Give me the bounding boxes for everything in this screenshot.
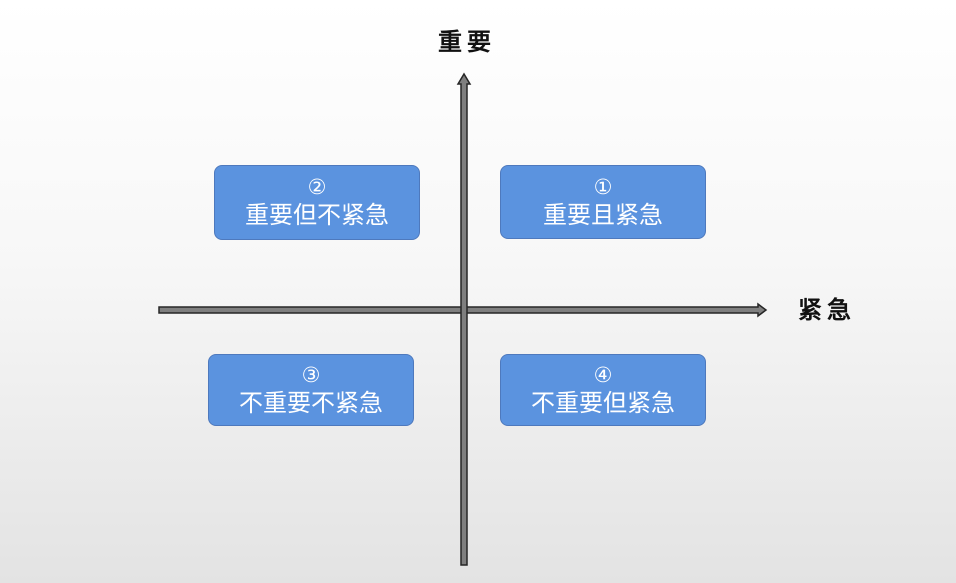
quadrant-number: ③ (301, 362, 321, 387)
x-axis-label: 紧急 (798, 296, 856, 324)
quadrant-not-important-not-urgent: ③ 不重要不紧急 (208, 354, 414, 426)
quadrant-important-not-urgent: ② 重要但不紧急 (214, 165, 420, 240)
quadrant-important-urgent: ① 重要且紧急 (500, 165, 706, 239)
quadrant-not-important-urgent: ④ 不重要但紧急 (500, 354, 706, 426)
quadrant-number: ② (307, 175, 327, 199)
quadrant-label: 不重要但紧急 (531, 388, 675, 417)
quadrant-label: 重要但不紧急 (245, 201, 389, 229)
y-axis-arrow (456, 72, 472, 566)
quadrant-number: ④ (593, 362, 613, 387)
y-axis-label: 重要 (438, 28, 496, 56)
quadrant-label: 不重要不紧急 (239, 388, 383, 417)
quadrant-label: 重要且紧急 (543, 200, 663, 229)
quadrant-number: ① (593, 174, 613, 199)
